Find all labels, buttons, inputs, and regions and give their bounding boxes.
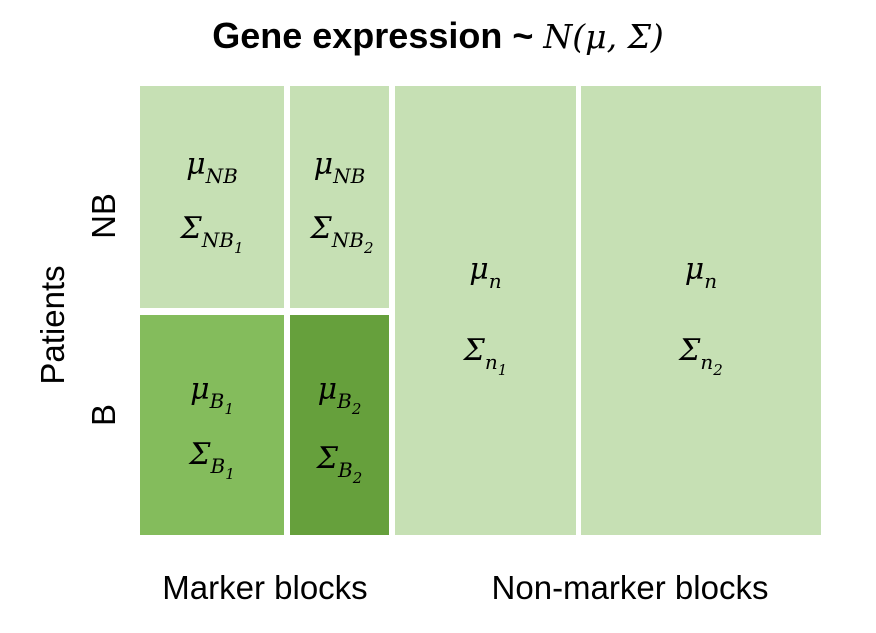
mu-b-2: μB2 [317,372,362,418]
sigma-n-2: Σn2 [679,333,723,379]
block-nb-marker-2 [290,86,389,308]
diagram-title: Gene expression ~ N(μ, Σ) [0,12,876,61]
mu-nb-1: μNB [186,147,238,188]
row-label-nb: NB [85,193,122,239]
sigma-b-1: ΣB1 [189,437,235,483]
sigma-nb-2: ΣNB2 [310,211,374,257]
marker-blocks-label: Marker blocks [162,569,368,606]
sigma-b-2: ΣB2 [316,441,363,487]
mu-b-1: μB1 [190,372,234,418]
title-formula: N(μ, Σ) [543,17,664,56]
block-b-marker-2 [290,315,389,535]
block-non-marker-1 [395,86,576,535]
sigma-nb-1: ΣNB1 [180,211,244,257]
sigma-n-1: Σn1 [463,333,508,379]
block-nb-marker-1 [140,86,284,308]
y-axis-label: Patients [34,265,71,385]
mu-n-1: μn [469,252,502,293]
title-text: Gene expression ~ [212,15,534,56]
mu-n-2: μn [684,252,718,293]
non-marker-blocks-label: Non-marker blocks [491,569,769,606]
block-b-marker-1 [140,315,284,535]
row-label-b: B [85,404,122,427]
block-non-marker-2 [581,86,821,535]
mu-nb-2: μNB [313,147,366,188]
